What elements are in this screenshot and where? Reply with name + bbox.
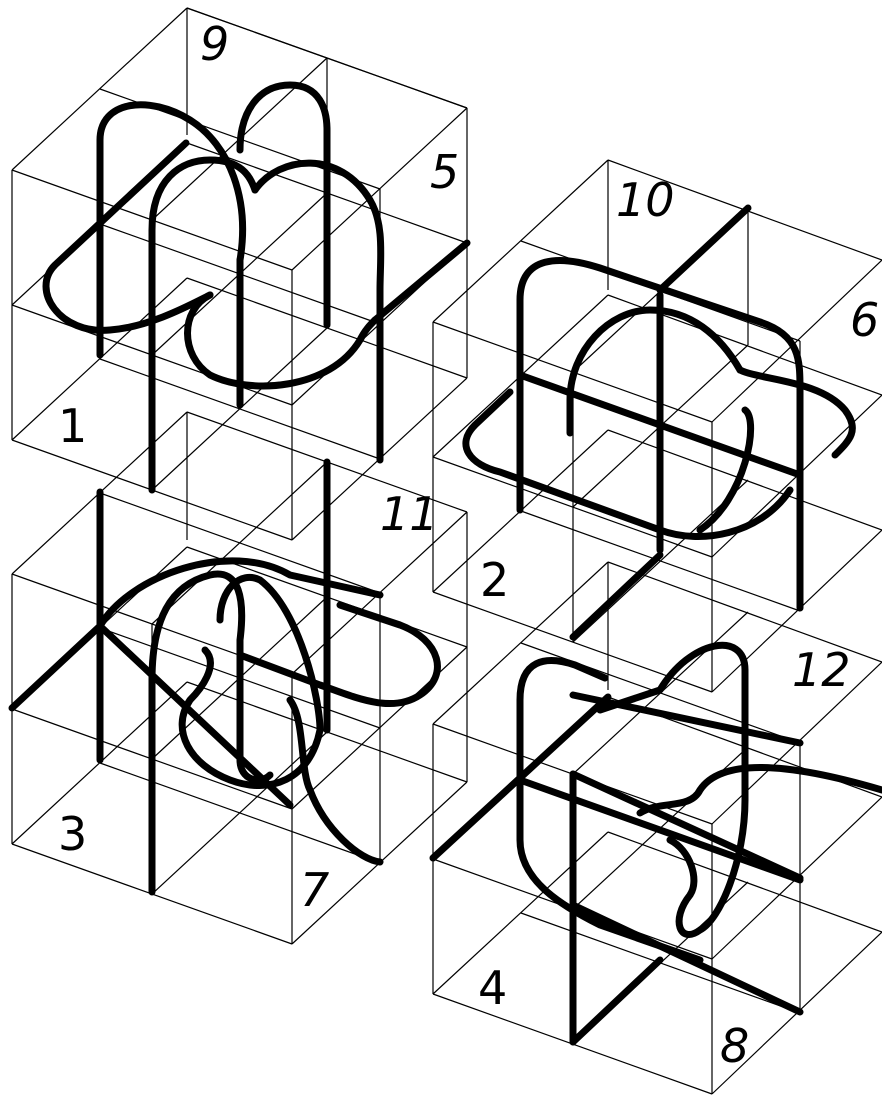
panel-3: 3 7 11 (12, 412, 467, 944)
panel-1: 1 5 9 (12, 8, 467, 540)
label-12: 12 (792, 643, 851, 697)
label-5: 5 (430, 145, 459, 199)
label-10: 10 (616, 173, 675, 227)
panel-2: 2 6 10 (433, 160, 882, 692)
label-6: 6 (850, 293, 879, 347)
panel-2-knot (466, 208, 853, 637)
label-9: 9 (200, 17, 229, 71)
label-11: 11 (380, 487, 439, 541)
panel-4: 4 8 12 (433, 562, 882, 1094)
label-8: 8 (720, 1019, 749, 1073)
panel-1-knot (46, 85, 467, 490)
label-4: 4 (478, 961, 507, 1015)
label-7: 7 (300, 863, 329, 917)
label-3: 3 (58, 807, 87, 861)
label-2: 2 (480, 553, 509, 607)
label-1: 1 (58, 399, 87, 453)
